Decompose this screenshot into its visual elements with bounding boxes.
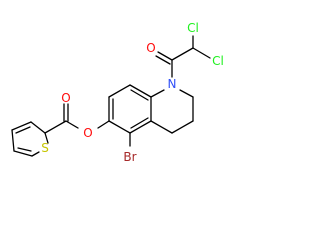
bond-benzene-3-double — [130, 89, 149, 101]
bond-thiophene-1 — [30, 121, 46, 134]
molecule-structure: O O S N Br O Cl Cl — [11, 21, 224, 164]
bond-acyl-double-a — [157, 51, 173, 61]
bond-ring-ch2-2 — [171, 120, 194, 134]
atom-thiophene-sulfur: S — [41, 141, 49, 155]
bond-carbonyl-ester — [65, 120, 79, 129]
bond-thiophene-3 — [11, 129, 15, 152]
atom-labels: O O S N Br O Cl Cl — [41, 21, 224, 164]
atom-carbonyl-oxygen: O — [61, 91, 70, 105]
bond-acyl-chcl2 — [171, 47, 194, 61]
bond-thiophene-5 — [31, 151, 40, 157]
bond-thiophene-2-double — [15, 126, 31, 134]
bond-benzene-5 — [129, 120, 152, 134]
bond-benzene-5-double — [130, 117, 149, 129]
bond-acyl-double-b — [155, 55, 171, 65]
atom-chlorine-2: Cl — [212, 54, 224, 68]
bond-aryl-nitrogen — [150, 89, 165, 98]
bond-thiophene-2 — [11, 121, 32, 131]
bond-benzene-2 — [108, 84, 131, 98]
bond-ester-aryl — [97, 120, 110, 129]
atom-acyl-oxygen: O — [146, 41, 155, 55]
atom-ester-oxygen: O — [83, 126, 92, 140]
bonds — [11, 35, 211, 157]
bond-chlorine-2 — [192, 47, 211, 59]
bond-thiophene-6 — [44, 132, 49, 144]
bond-benzene-3 — [129, 84, 152, 98]
atom-ring-nitrogen: N — [168, 77, 177, 91]
bond-thiophene-4 — [13, 150, 33, 157]
atom-chlorine-1: Cl — [187, 21, 199, 35]
bond-ring-ch2-3 — [150, 120, 173, 134]
bond-thiophene-carbonyl — [44, 120, 67, 134]
bond-nitrogen-ch2 — [179, 89, 194, 98]
bond-benzene-6 — [108, 120, 131, 134]
bond-thiophene-4-double — [17, 147, 32, 152]
atom-bromine: Br — [123, 150, 136, 164]
